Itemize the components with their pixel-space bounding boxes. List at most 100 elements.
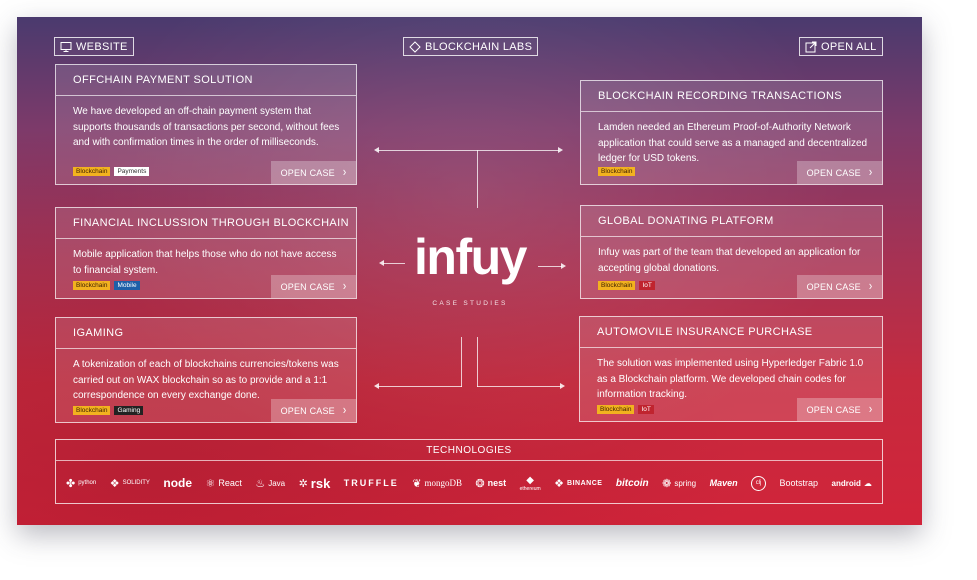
tag-iot: IoT	[638, 405, 654, 414]
connector-line	[378, 386, 462, 387]
nest-cat-icon: ❂	[475, 477, 485, 490]
ethereum-logo: ◆ethereum	[519, 474, 541, 492]
nest-logo: ❂nest	[475, 477, 507, 490]
tag-blockchain: Blockchain	[598, 167, 636, 176]
connector-line	[378, 150, 477, 151]
tag-gaming: Gaming	[114, 406, 144, 415]
case-card-title: OFFCHAIN PAYMENT SOLUTION	[56, 65, 356, 96]
chevron-right-icon: ›	[342, 165, 347, 180]
arrow-right-icon	[558, 147, 563, 153]
website-button[interactable]: WEBSITE	[54, 37, 134, 56]
connector-line	[477, 337, 478, 387]
case-card-tags: Blockchain Payments	[73, 167, 150, 176]
open-case-label: OPEN CASE	[806, 404, 861, 415]
arrow-left-icon	[379, 260, 384, 266]
case-card-description: The solution was implemented using Hyper…	[597, 358, 864, 400]
monitor-icon	[60, 41, 72, 53]
open-all-button[interactable]: OPEN ALL	[799, 37, 883, 56]
case-studies-subtitle: CASE STUDIES	[432, 300, 508, 307]
case-card-igaming[interactable]: IGAMING A tokenization of each of blockc…	[55, 317, 357, 423]
external-link-icon	[805, 41, 817, 53]
tag-blockchain: Blockchain	[73, 281, 111, 290]
bitcoin-logo: bitcoin	[615, 477, 649, 489]
react-icon: ⚛	[205, 477, 216, 490]
infuy-logo: infuy	[414, 229, 527, 285]
chevron-right-icon: ›	[868, 279, 873, 294]
android-icon: ☁	[863, 478, 872, 488]
technology-logos: ✤python ❖SOLIDITY node ⚛React ♨Java ✲rsk…	[66, 464, 872, 502]
java-cup-icon: ♨	[255, 477, 266, 490]
android-logo: android☁	[831, 478, 872, 488]
python-icon: ✤	[66, 477, 76, 490]
binance-logo: ❖BINANCE	[554, 477, 603, 490]
bootstrap-logo: Bootstrap	[779, 478, 819, 488]
arrow-left-icon	[374, 383, 379, 389]
connector-line	[538, 266, 562, 267]
open-case-label: OPEN CASE	[280, 405, 335, 416]
connector-line	[477, 150, 478, 208]
code-brackets-icon	[409, 40, 421, 53]
case-card-description: We have developed an off-chain payment s…	[73, 106, 340, 148]
python-logo: ✤python	[66, 477, 97, 490]
case-card-tags: Blockchain IoT	[597, 405, 654, 414]
tag-mobile: Mobile	[114, 281, 140, 290]
open-case-label: OPEN CASE	[280, 281, 335, 292]
tag-blockchain: Blockchain	[73, 167, 111, 176]
case-card-description: A tokenization of each of blockchains cu…	[73, 359, 339, 401]
blockchain-labs-button[interactable]: BLOCKCHAIN LABS	[403, 37, 539, 56]
open-case-label: OPEN CASE	[806, 281, 861, 292]
clojure-logo: clj	[751, 475, 767, 491]
solidity-logo: ❖SOLIDITY	[109, 477, 150, 490]
case-card-description: Infuy was part of the team that develope…	[598, 247, 861, 274]
website-label: WEBSITE	[76, 40, 128, 53]
truffle-logo: TRUFFLE	[343, 478, 399, 488]
chevron-right-icon: ›	[342, 279, 347, 294]
open-case-button[interactable]: OPEN CASE ›	[271, 161, 356, 184]
open-case-label: OPEN CASE	[280, 167, 335, 178]
connector-line	[383, 263, 405, 264]
chevron-right-icon: ›	[868, 402, 873, 417]
connector-line	[461, 337, 462, 387]
react-logo: ⚛React	[205, 477, 242, 490]
tag-blockchain: Blockchain	[597, 405, 635, 414]
rsk-icon: ✲	[298, 477, 308, 490]
technologies-panel: TECHNOLOGIES ✤python ❖SOLIDITY node ⚛Rea…	[55, 439, 883, 504]
open-case-button[interactable]: OPEN CASE ›	[797, 161, 882, 184]
open-all-label: OPEN ALL	[821, 40, 877, 53]
case-card-automobile-insurance[interactable]: AUTOMOVILE INSURANCE PURCHASE The soluti…	[579, 316, 883, 422]
technologies-title: TECHNOLOGIES	[56, 440, 882, 461]
mongodb-leaf-icon: ❦	[412, 477, 422, 490]
chevron-right-icon: ›	[868, 165, 873, 180]
open-case-button[interactable]: OPEN CASE ›	[797, 275, 882, 298]
rsk-logo: ✲rsk	[298, 475, 331, 491]
spring-logo: ❁spring	[662, 477, 697, 490]
ethereum-icon: ◆	[526, 474, 534, 486]
case-card-blockchain-recording[interactable]: BLOCKCHAIN RECORDING TRANSACTIONS Lamden…	[580, 80, 883, 185]
tag-blockchain: Blockchain	[73, 406, 111, 415]
arrow-right-icon	[561, 263, 566, 269]
case-card-title: GLOBAL DONATING PLATFORM	[581, 206, 882, 237]
case-card-title: AUTOMOVILE INSURANCE PURCHASE	[580, 317, 882, 348]
chevron-right-icon: ›	[342, 403, 347, 418]
case-card-title: BLOCKCHAIN RECORDING TRANSACTIONS	[581, 81, 882, 112]
case-card-offchain-payment[interactable]: OFFCHAIN PAYMENT SOLUTION We have develo…	[55, 64, 357, 185]
open-case-button[interactable]: OPEN CASE ›	[271, 275, 356, 298]
case-card-financial-inclusion[interactable]: FINANCIAL INCLUSSION THROUGH BLOCKCHAIN …	[55, 207, 357, 299]
open-case-button[interactable]: OPEN CASE ›	[271, 399, 356, 422]
case-card-tags: Blockchain Gaming	[73, 406, 144, 415]
open-case-label: OPEN CASE	[806, 167, 861, 178]
tag-payments: Payments	[114, 167, 150, 176]
node-logo: node	[163, 476, 193, 490]
case-card-title: IGAMING	[56, 318, 356, 349]
case-card-description: Mobile application that helps those who …	[73, 249, 337, 276]
case-card-global-donating[interactable]: GLOBAL DONATING PLATFORM Infuy was part …	[580, 205, 883, 299]
mongodb-logo: ❦mongoDB	[412, 477, 462, 490]
arrow-left-icon	[374, 147, 379, 153]
case-studies-board: WEBSITE BLOCKCHAIN LABS OPEN ALL OFFCHAI…	[17, 17, 922, 525]
arrow-right-icon	[560, 383, 565, 389]
connector-line	[477, 386, 561, 387]
open-case-button[interactable]: OPEN CASE ›	[797, 398, 882, 421]
solidity-icon: ❖	[109, 477, 120, 490]
connector-line	[477, 150, 559, 151]
blockchain-labs-label: BLOCKCHAIN LABS	[425, 40, 533, 53]
